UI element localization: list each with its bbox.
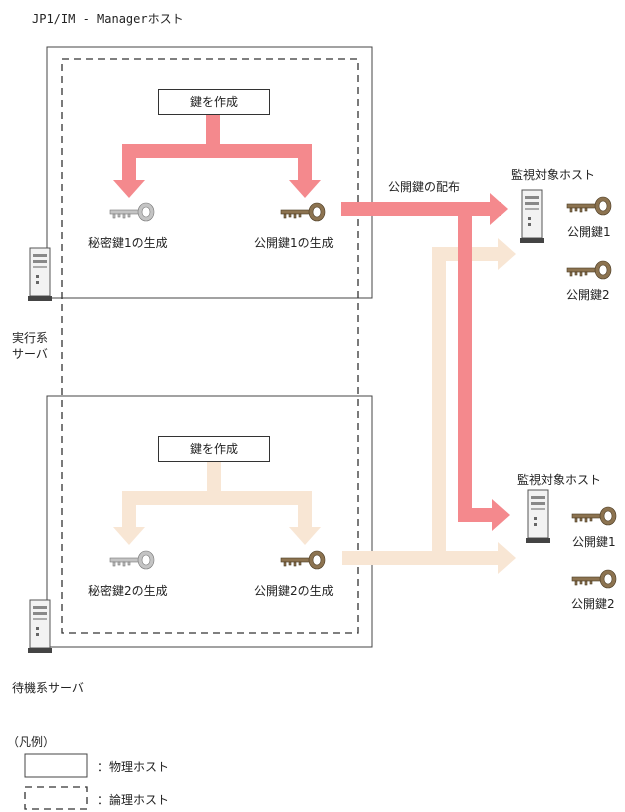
monitor-host-1-title: 監視対象ホスト <box>511 168 596 182</box>
public-key-icon <box>571 506 617 526</box>
monitor-host-1-key-a: 公開鍵1 <box>567 225 611 239</box>
standby-server-icon <box>27 599 53 654</box>
legend-logical-swatch <box>24 786 88 810</box>
active-distribute-arrows <box>341 193 510 531</box>
secret-key-icon <box>109 202 155 222</box>
active-server-label: 実行系 <box>12 331 49 345</box>
monitor-host-2-key-b: 公開鍵2 <box>571 597 615 611</box>
legend-logical-label: ：論理ホスト <box>97 793 170 807</box>
standby-server-label: 待機系サーバ <box>12 681 84 695</box>
public-key-icon <box>571 569 617 589</box>
public-key-icon <box>280 202 326 222</box>
page-title: JP1/IM - Managerホスト <box>32 12 184 26</box>
public-key-icon <box>280 550 326 570</box>
active-server-label-line2: サーバ <box>12 347 48 361</box>
secret-key-icon <box>109 550 155 570</box>
public-key-icon <box>566 196 612 216</box>
standby-distribute-arrows <box>342 238 516 574</box>
distribute-label: 公開鍵の配布 <box>388 180 461 194</box>
active-key-arrows <box>113 114 321 198</box>
monitor-host-2-server-icon <box>525 489 551 544</box>
public-key-2-label: 公開鍵2の生成 <box>254 584 334 598</box>
monitor-host-2-title: 監視対象ホスト <box>517 473 602 487</box>
legend-physical-label: ：物理ホスト <box>97 760 170 774</box>
monitor-host-1-server-icon <box>519 189 545 244</box>
create-key-box-bottom: 鍵を作成 <box>158 436 270 462</box>
monitor-host-2-key-a: 公開鍵1 <box>572 535 616 549</box>
monitor-host-1-key-b: 公開鍵2 <box>566 288 610 302</box>
secret-key-1-label: 秘密鍵1の生成 <box>88 236 168 250</box>
public-key-1-label: 公開鍵1の生成 <box>254 236 334 250</box>
legend-title: （凡例） <box>7 735 56 749</box>
public-key-icon <box>566 260 612 280</box>
physical-host-box-top <box>46 46 373 299</box>
active-server-icon <box>27 247 53 302</box>
logical-host-box <box>61 58 359 634</box>
standby-key-arrows <box>113 461 321 545</box>
secret-key-2-label: 秘密鍵2の生成 <box>88 584 168 598</box>
physical-host-box-bottom <box>46 395 373 648</box>
legend-physical-swatch <box>24 753 88 778</box>
create-key-box-top: 鍵を作成 <box>158 89 270 115</box>
